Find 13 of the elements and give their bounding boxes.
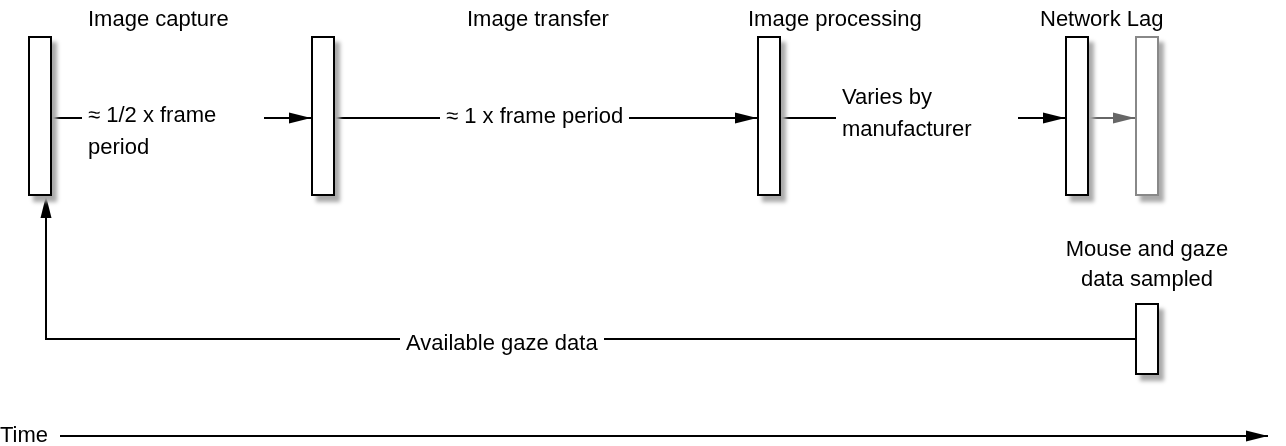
stage-heading: Image processing [748, 6, 922, 33]
stage-heading: Image transfer [467, 6, 609, 33]
timeline-bar [1135, 303, 1159, 375]
timeline-bar [1065, 36, 1089, 196]
timeline-bar [28, 36, 52, 196]
timeline-bar [311, 36, 335, 196]
axis-label: Time [0, 422, 49, 446]
timeline-bar [757, 36, 781, 196]
stage-heading: Image capture [88, 6, 229, 33]
annotation: Mouse and gaze data sampled [1064, 235, 1230, 293]
arrow [1088, 112, 1136, 124]
timeline-bar [1135, 36, 1159, 196]
stage-heading: Network Lag [1040, 6, 1164, 33]
